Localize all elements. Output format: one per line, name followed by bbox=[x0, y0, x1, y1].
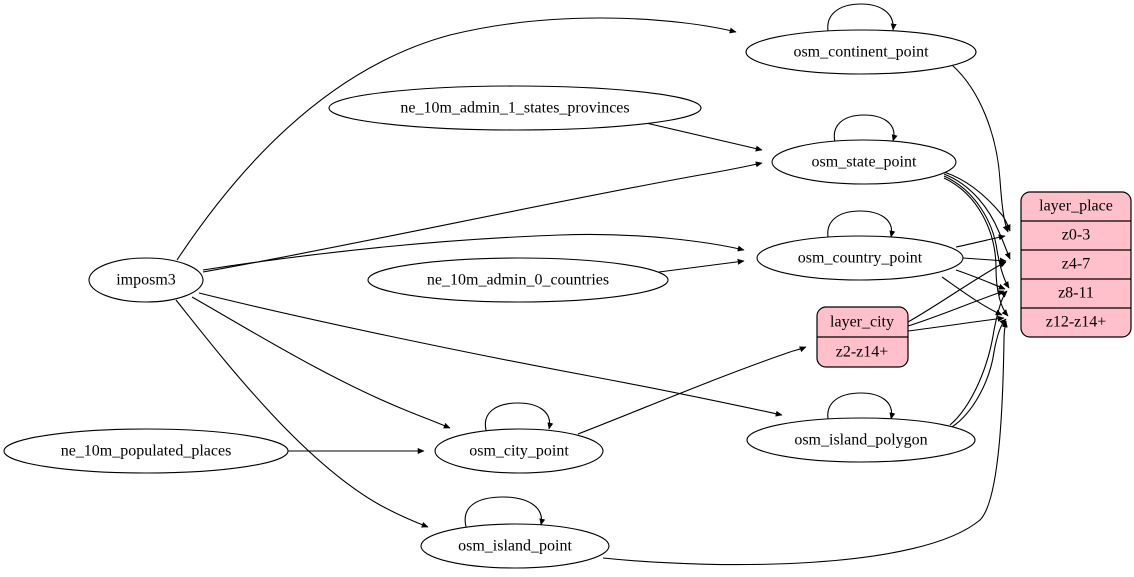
node-label-ne-admin1: ne_10m_admin_1_states_provinces bbox=[400, 100, 629, 117]
edge-osm-island-polygon-to-layer-place-z12-z14 bbox=[951, 318, 1007, 428]
node-layer: imposm3 ne_10m_admin_1_states_provinces … bbox=[3, 29, 1132, 569]
node-ne-10m-populated-places[interactable]: ne_10m_populated_places bbox=[3, 428, 289, 474]
edge-layer bbox=[175, 3, 1011, 566]
edge-layer-city-to-layer-place-z8-11 bbox=[907, 290, 1005, 327]
edge-self-loop-osm-state-point bbox=[833, 114, 898, 147]
edge-layer-city-to-layer-place-z4-7 bbox=[907, 261, 1007, 323]
edge-osm-island-polygon-to-layer-place-z8-11 bbox=[949, 290, 1008, 426]
node-osm-city-point[interactable]: osm_city_point bbox=[434, 428, 604, 474]
layer-city-title: layer_city bbox=[830, 314, 894, 331]
layer-place-row-z8-11[interactable]: z8-11 bbox=[1058, 285, 1094, 302]
node-label-imposm3: imposm3 bbox=[116, 272, 176, 289]
node-label-osm-state-point: osm_state_point bbox=[812, 154, 917, 171]
edge-osm-country-point-to-layer-place-z12-z14 bbox=[941, 276, 1003, 316]
edge-osm-state-point-to-layer-place-z8-11 bbox=[943, 175, 1010, 289]
edge-ne-admin0-to-osm-country-point bbox=[658, 258, 745, 273]
edge-self-loop-osm-city-point bbox=[484, 402, 554, 435]
layer-place-row-z12-z14[interactable]: z12-z14+ bbox=[1046, 314, 1107, 331]
node-label-osm-island-point: osm_island_point bbox=[458, 538, 572, 555]
node-osm-island-polygon[interactable]: osm_island_polygon bbox=[746, 417, 976, 463]
edge-osm-island-point-to-layer-place-z12-z14 bbox=[602, 320, 1008, 566]
edge-osm-country-point-to-layer-place-z4-7 bbox=[962, 257, 1007, 264]
node-label-osm-continent-point: osm_continent_point bbox=[793, 44, 929, 61]
layer-place-row-z4-7[interactable]: z4-7 bbox=[1062, 256, 1090, 273]
edge-imposm3-to-osm-country-point bbox=[202, 233, 745, 271]
edge-self-loop-osm-country-point bbox=[827, 210, 896, 243]
node-osm-state-point[interactable]: osm_state_point bbox=[771, 139, 957, 185]
node-layer-city[interactable]: layer_city z2-z14+ bbox=[816, 306, 909, 368]
edge-self-loop-osm-continent-point bbox=[827, 3, 897, 37]
edge-imposm3-to-osm-continent-point bbox=[176, 17, 737, 261]
node-label-osm-island-polygon: osm_island_polygon bbox=[794, 432, 927, 449]
edge-imposm3-to-osm-island-point bbox=[175, 299, 429, 528]
layer-city-row-z2-z14[interactable]: z2-z14+ bbox=[836, 344, 889, 361]
edge-osm-country-point-to-layer-place-z0-3 bbox=[955, 234, 1006, 248]
node-imposm3[interactable]: imposm3 bbox=[88, 257, 204, 303]
edge-osm-state-point-to-layer-place-z12-z14 bbox=[943, 177, 1009, 317]
node-label-ne-admin0: ne_10m_admin_0_countries bbox=[427, 272, 609, 289]
edge-osm-city-point-to-layer-city bbox=[577, 346, 807, 435]
node-label-ne-populated: ne_10m_populated_places bbox=[61, 443, 232, 460]
node-ne-10m-admin-0-countries[interactable]: ne_10m_admin_0_countries bbox=[367, 257, 669, 303]
edge-osm-country-point-to-layer-place-z8-11 bbox=[955, 269, 1006, 290]
edge-self-loop-osm-island-point bbox=[464, 496, 546, 531]
node-label-osm-country-point: osm_country_point bbox=[798, 250, 923, 267]
layer-place-title: layer_place bbox=[1039, 198, 1113, 215]
node-ne-10m-admin-1-states-provinces[interactable]: ne_10m_admin_1_states_provinces bbox=[328, 85, 702, 131]
node-osm-island-point[interactable]: osm_island_point bbox=[420, 523, 610, 569]
node-osm-country-point[interactable]: osm_country_point bbox=[756, 235, 964, 281]
edge-imposm3-to-osm-state-point bbox=[202, 161, 763, 273]
layer-place-row-z0-3[interactable]: z0-3 bbox=[1062, 227, 1090, 244]
edge-osm-state-point-to-layer-place-z4-7 bbox=[943, 173, 1011, 260]
edge-imposm3-to-osm-island-polygon bbox=[198, 292, 783, 417]
edge-self-loop-osm-island-polygon bbox=[827, 392, 896, 425]
edge-osm-state-point-to-layer-place-z0-3 bbox=[943, 171, 1011, 232]
edge-layer-city-to-layer-place-z12-z14 bbox=[907, 315, 1005, 332]
edge-ne-admin1-to-osm-state-point bbox=[645, 122, 763, 152]
node-layer-place[interactable]: layer_place z0-3 z4-7 z8-11 z12-z14+ bbox=[1020, 191, 1132, 338]
node-label-osm-city-point: osm_city_point bbox=[469, 443, 569, 460]
edge-imposm3-to-osm-city-point bbox=[191, 296, 451, 429]
node-osm-continent-point[interactable]: osm_continent_point bbox=[745, 29, 977, 75]
